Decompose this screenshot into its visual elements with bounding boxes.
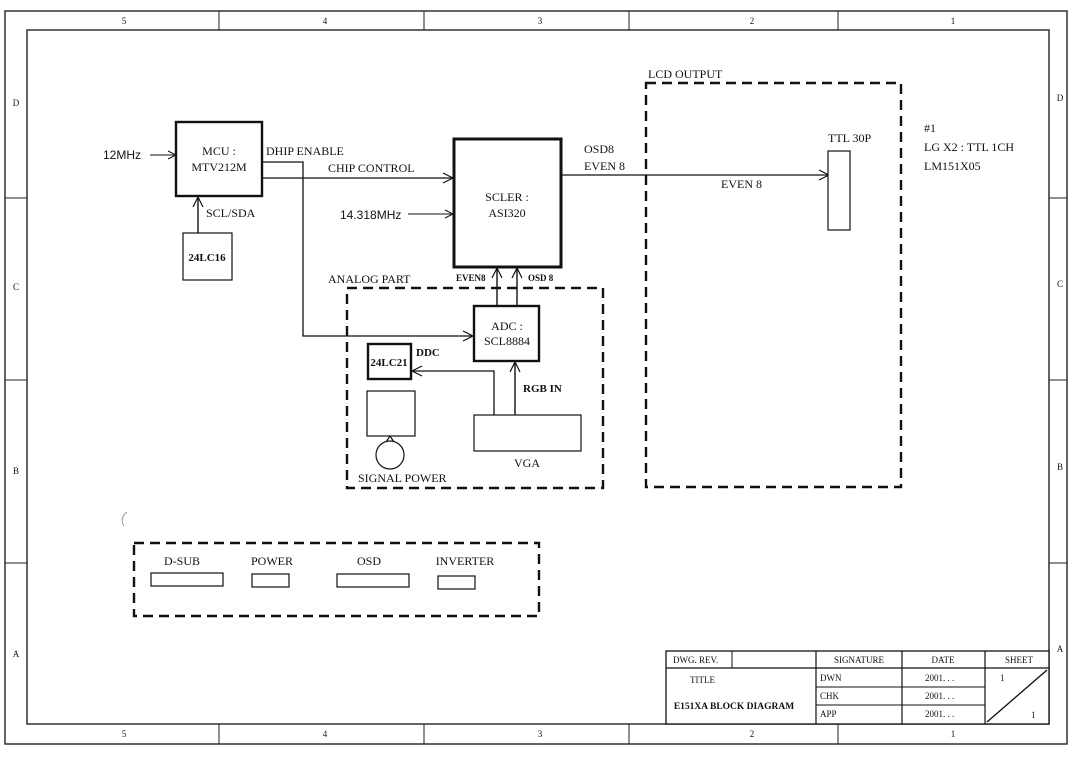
zone-col-bottom-2: 2 xyxy=(750,729,755,739)
adc-osd-label: OSD 8 xyxy=(528,273,554,283)
zone-col-bottom-5: 5 xyxy=(122,729,127,739)
mcu-block: MCU : MTV212M xyxy=(174,120,264,198)
connector-osd-label: OSD xyxy=(357,554,381,568)
scaler-out-even-label: EVEN 8 xyxy=(584,159,625,173)
analog-part-group xyxy=(345,286,605,490)
connector-power-label: POWER xyxy=(251,554,293,568)
scaler-part: ASI320 xyxy=(488,206,525,220)
ddc-line xyxy=(412,371,495,415)
scl-sda-label: SCL/SDA xyxy=(206,206,256,220)
zone-row-right-d: D xyxy=(1057,93,1064,103)
sheet-total: 1 xyxy=(1031,710,1036,720)
vga-connector: VGA xyxy=(473,414,582,470)
vga-label: VGA xyxy=(514,456,540,470)
zone-row-left-d: D xyxy=(13,98,20,108)
scaler-clock-label: 14.318MHz xyxy=(340,208,401,222)
date-header: DATE xyxy=(932,655,955,665)
dwg-rev-label: DWG. REV. xyxy=(673,655,718,665)
sheet-header: SHEET xyxy=(1005,655,1034,665)
chip-enable-label: DHIP ENABLE xyxy=(266,144,344,158)
adc-even-label: EVEN8 xyxy=(456,273,486,283)
title-label: TITLE xyxy=(690,675,715,685)
signature-date: 2001. . . xyxy=(925,673,954,683)
scan-artifact xyxy=(121,511,128,527)
zone-col-top-1: 1 xyxy=(951,16,956,26)
ttl-connector: TTL 30P xyxy=(827,131,872,231)
eeprom-24lc16-label: 24LC16 xyxy=(188,252,226,264)
scaler-label: SCLER : xyxy=(485,190,529,204)
connectors-group xyxy=(132,541,541,618)
chip-control-label: CHIP CONTROL xyxy=(328,161,415,175)
zone-col-top-5: 5 xyxy=(122,16,127,26)
rgb-in-label: RGB IN xyxy=(523,383,562,395)
adc-block: ADC : SCL8884 xyxy=(472,304,541,363)
signal-power-circle-icon xyxy=(375,440,405,470)
analog-part-label: ANALOG PART xyxy=(328,272,411,286)
mcu-part: MTV212M xyxy=(191,160,247,174)
panel-notes: #1 LG X2 : TTL 1CH LM151X05 xyxy=(924,121,1014,173)
signature-role: CHK xyxy=(820,691,840,701)
signature-role: APP xyxy=(820,709,837,719)
note-line: LG X2 : TTL 1CH xyxy=(924,140,1014,154)
connector-inverter-label: INVERTER xyxy=(436,554,495,568)
sheet-number: 1 xyxy=(1000,673,1005,683)
note-line: LM151X05 xyxy=(924,159,981,173)
adc-label: ADC : xyxy=(491,319,523,333)
connector-power: POWER xyxy=(251,554,293,588)
signature-role: DWN xyxy=(820,673,842,683)
connector-dsub: D-SUB xyxy=(150,554,224,587)
mcu-label: MCU : xyxy=(202,144,236,158)
ttl-label: TTL 30P xyxy=(828,131,872,145)
zone-col-bottom-3: 3 xyxy=(538,729,543,739)
signature-header: SIGNATURE xyxy=(834,655,885,665)
zone-row-right-a: A xyxy=(1057,644,1064,654)
signal-power-block: SIGNAL POWER xyxy=(358,390,447,485)
eeprom-24lc16-block: 24LC16 xyxy=(182,232,233,281)
zone-col-top-3: 3 xyxy=(538,16,543,26)
lcd-output-group xyxy=(644,81,903,489)
zone-col-top-2: 2 xyxy=(750,16,755,26)
drawing-frame: 5 4 3 2 1 5 4 3 2 1 D C B A D C B A xyxy=(4,10,1068,745)
connector-inverter: INVERTER xyxy=(436,554,495,590)
zone-row-right-c: C xyxy=(1057,279,1063,289)
signature-date: 2001. . . xyxy=(925,691,954,701)
signature-date: 2001. . . xyxy=(925,709,954,719)
lcd-output-label: LCD OUTPUT xyxy=(648,67,723,81)
adc-part: SCL8884 xyxy=(484,334,530,348)
ddc-label: DDC xyxy=(416,347,440,359)
zone-col-top-4: 4 xyxy=(323,16,328,26)
chip-enable-line xyxy=(262,161,473,336)
title-block: DWG. REV. SIGNATURE DATE SHEET TITLE E15… xyxy=(665,650,1050,725)
eeprom-24lc21-block: 24LC21 xyxy=(366,342,413,381)
connector-osd: OSD xyxy=(336,554,410,588)
lcd-even-label: EVEN 8 xyxy=(721,177,762,191)
drawing-title: E151XA BLOCK DIAGRAM xyxy=(674,702,794,712)
scaler-out-osd-label: OSD8 xyxy=(584,142,614,156)
zone-row-left-b: B xyxy=(13,466,19,476)
zone-row-left-a: A xyxy=(13,649,20,659)
signal-power-label: SIGNAL POWER xyxy=(358,471,447,485)
zone-col-bottom-4: 4 xyxy=(323,729,328,739)
mcu-clock-label: 12MHz xyxy=(103,148,141,162)
scaler-block: SCLER : ASI320 xyxy=(452,137,563,269)
note-line: #1 xyxy=(924,121,936,135)
zone-col-bottom-1: 1 xyxy=(951,729,956,739)
zone-row-left-c: C xyxy=(13,282,19,292)
connector-dsub-label: D-SUB xyxy=(164,554,200,568)
zone-row-right-b: B xyxy=(1057,462,1063,472)
eeprom-24lc21-label: 24LC21 xyxy=(370,357,407,369)
